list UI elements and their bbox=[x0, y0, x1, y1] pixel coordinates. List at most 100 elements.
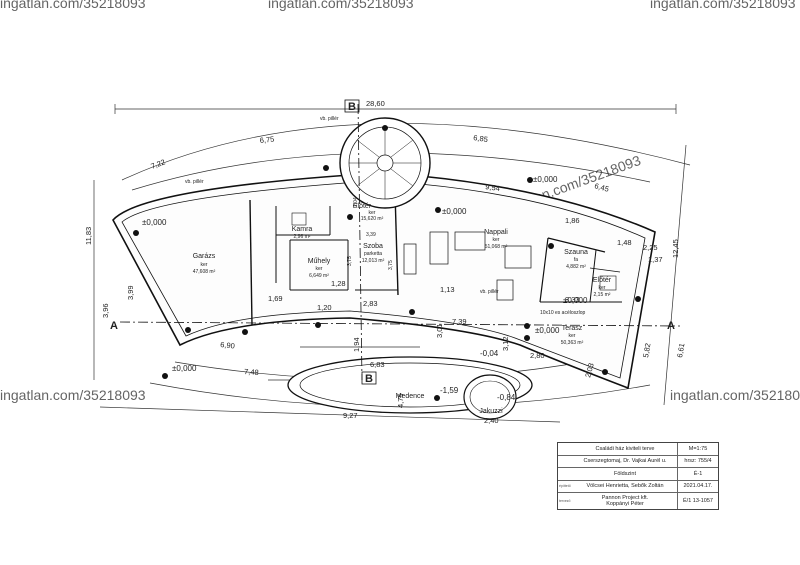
title-block-row: Cserszegtomaj, Dr. Vajkai Aurél u. hrsz:… bbox=[558, 455, 718, 468]
dim-label: 2,40 bbox=[484, 416, 499, 425]
dim-label: 7,48 bbox=[244, 367, 259, 377]
dim-label: 3,12 bbox=[501, 336, 510, 351]
dim-label: 2,83 bbox=[363, 299, 378, 308]
section-labels: A A B B bbox=[110, 101, 675, 385]
reference-number: É/1 13-1057 bbox=[683, 498, 713, 504]
dim-label: 1,28 bbox=[331, 279, 346, 288]
dim-label: 1,37 bbox=[648, 255, 663, 264]
room-garazs-name: Garázs bbox=[193, 253, 216, 260]
dim-label: 3,99 bbox=[126, 285, 135, 300]
drawing-name: Földszint bbox=[573, 468, 678, 480]
dim-label: 6,90 bbox=[220, 340, 235, 350]
room-eloter2-floor: ker bbox=[599, 285, 606, 291]
watermark-text: ingatlan.com/35218093 bbox=[268, 0, 414, 11]
dim-label: 1,69 bbox=[268, 294, 283, 303]
plan-notes: vb. pillér vb. pillér vb. pillér 10x10 e… bbox=[185, 116, 586, 316]
dim-label: 2,25 bbox=[643, 243, 658, 252]
level-label: ±0,000 bbox=[172, 364, 197, 373]
dim-label: 6,61 bbox=[675, 342, 686, 358]
level-label: ±0,000 bbox=[533, 175, 558, 184]
room-muhely-area: 6,649 m² bbox=[309, 273, 329, 279]
dim-label: 6,85 bbox=[473, 133, 489, 144]
dim-label: 2,03 bbox=[583, 362, 595, 378]
note-dim: 3,75 bbox=[347, 256, 353, 266]
dim-label: 5,82 bbox=[641, 342, 652, 358]
address-text: Cserszegtomaj, Dr. Vajkai Aurél u. bbox=[573, 455, 678, 467]
dim-label: 7,22 bbox=[150, 157, 167, 170]
hrsz-text: hrsz: 755/4 bbox=[684, 458, 712, 465]
dim-label: 6,75 bbox=[259, 135, 274, 145]
client-label: építtető bbox=[559, 484, 571, 489]
designer-person: Koppányi Péter bbox=[606, 501, 644, 507]
room-medence-name: Medence bbox=[396, 393, 425, 400]
room-kamra-name: Kamra bbox=[292, 226, 313, 233]
room-labels: Garázs ker 47,608 m² Kamra 2,96 m² Előté… bbox=[193, 203, 612, 415]
scale-text: M=1:75 bbox=[688, 445, 708, 452]
dim-label: 3,33 bbox=[565, 295, 580, 304]
level-label: ±0,000 bbox=[442, 207, 467, 216]
room-szoba-area: 12,013 m² bbox=[362, 258, 385, 264]
room-muhely-name: Műhely bbox=[308, 258, 331, 265]
room-garazs-area: 47,608 m² bbox=[193, 269, 216, 275]
designer-label: tervező bbox=[559, 499, 571, 503]
dim-label: 7,39 bbox=[452, 317, 467, 326]
room-nappali-area: 51,068 m² bbox=[485, 244, 508, 250]
dim-left-total: 11,83 bbox=[84, 227, 93, 245]
section-a-left: A bbox=[110, 320, 118, 332]
note-dim: 3,39 bbox=[366, 232, 376, 238]
room-nappali-floor: ker bbox=[493, 237, 500, 243]
level-label: ±0,000 bbox=[142, 218, 167, 227]
level-label: ±0,000 bbox=[563, 296, 588, 305]
room-garazs-floor: ker bbox=[201, 262, 208, 268]
room-szoba-floor: parketta bbox=[364, 251, 382, 257]
room-szauna-area: 4,882 m² bbox=[566, 264, 586, 270]
level-label: -1,59 bbox=[440, 386, 459, 395]
room-eloter-floor: ker bbox=[369, 210, 376, 216]
dim-label: 2,80 bbox=[530, 351, 545, 360]
watermark-text: ingatlan.com/35218093 bbox=[650, 0, 796, 11]
section-b-bottom: B bbox=[365, 373, 373, 385]
title-block-row: Családi ház kiviteli terve M=1:75 bbox=[558, 443, 718, 456]
note-dim: 3,75 bbox=[388, 260, 394, 270]
room-terasz-floor: ker bbox=[569, 333, 576, 339]
dim-label: 6,83 bbox=[370, 360, 385, 369]
level-label: ±0,000 bbox=[535, 326, 560, 335]
room-kamra-area: 2,96 m² bbox=[294, 234, 311, 240]
room-eloter-name: Előtér bbox=[353, 203, 372, 210]
note-steel-column: 10x10 es acéloszlop bbox=[540, 310, 586, 316]
project-title: Családi ház kiviteli terve bbox=[573, 443, 678, 455]
date-text: 2021.04.17. bbox=[683, 483, 713, 490]
watermark-text: ingatlan.com/35218093 bbox=[670, 387, 800, 403]
dim-label: 1,86 bbox=[565, 216, 580, 225]
section-a-right: A bbox=[667, 320, 675, 332]
dim-top-total: 28,60 bbox=[366, 99, 385, 108]
room-terasz-area: 50,363 m² bbox=[561, 340, 584, 346]
room-jakuzzi-name: Jakuzzi bbox=[479, 408, 503, 415]
dim-label: 1,94 bbox=[352, 337, 361, 352]
level-markers: ±0,000 ±0,000 ±0,000 ±0,000 ±0,000 -0,04… bbox=[142, 175, 588, 402]
dim-label: 1,13 bbox=[440, 285, 455, 294]
room-terasz-name: Terasz bbox=[562, 325, 583, 332]
note-vb-piller: vb. pillér bbox=[185, 179, 204, 185]
designer-block: Pannon Project kft. Koppányi Péter bbox=[573, 493, 678, 509]
dim-label: 6,45 bbox=[593, 181, 609, 193]
room-nappali-name: Nappali bbox=[484, 229, 508, 236]
room-eloter-area: 15,620 m² bbox=[361, 216, 384, 222]
note-dim: 2,04 bbox=[353, 197, 359, 207]
watermark-text: ingatlan.com/35218093 bbox=[0, 0, 146, 11]
dim-label: 1,20 bbox=[317, 303, 332, 312]
column-markers bbox=[133, 125, 641, 401]
room-muhely-floor: ker bbox=[316, 266, 323, 272]
dim-label: 4,75 bbox=[396, 393, 405, 408]
room-eloter2-area: 2,15 m² bbox=[594, 292, 611, 298]
building-walls bbox=[112, 117, 656, 420]
dim-label: 9,54 bbox=[485, 182, 501, 193]
note-vb-piller: vb. pillér bbox=[480, 289, 499, 295]
dim-label: 3,01 bbox=[435, 323, 444, 338]
dim-label: 3,96 bbox=[101, 303, 110, 318]
title-block: Családi ház kiviteli terve M=1:75 Csersz… bbox=[557, 442, 719, 510]
room-szauna-floor: fa bbox=[574, 257, 578, 263]
title-block-row: építtető Völcsei Henrietta, Sebők Zoltán… bbox=[558, 480, 718, 493]
section-markers bbox=[119, 99, 681, 385]
